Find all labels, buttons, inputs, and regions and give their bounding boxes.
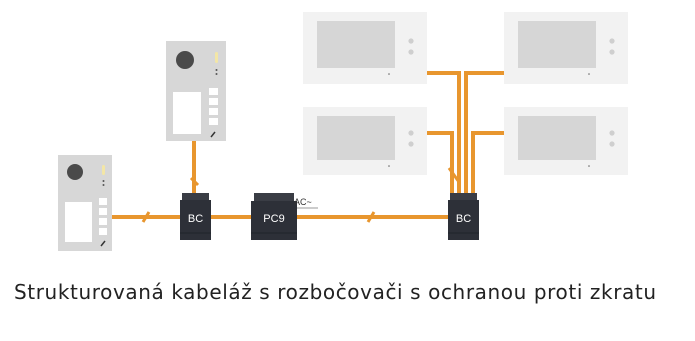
camera-icon [176,51,194,69]
camera-icon [67,164,83,180]
door-station-left [58,155,112,251]
ac-input: AC~ [294,197,318,209]
monitor-bottom-right [504,107,628,175]
cable-breaks [141,167,461,223]
monitor-bottom-left [303,107,427,175]
cable-monitor-top-left [418,71,461,197]
ac-label: AC~ [294,197,312,207]
cables [110,71,514,219]
name-plate [65,202,92,242]
monitor-top-left [303,12,427,84]
wiring-diagram: BC PC9 AC~ BC [58,12,628,251]
bc-splitter-left: BC [180,193,211,240]
monitor-top-right [504,12,628,84]
bc-left-label: BC [188,213,203,225]
door-station-top [166,41,226,141]
bc-right-label: BC [456,213,471,225]
pc9-power-supply: PC9 [251,193,297,240]
pc9-label: PC9 [263,213,284,225]
bc-splitter-right: BC [448,193,479,240]
diagram-caption: Strukturovaná kabeláž s rozbočovači s oc… [14,280,657,304]
cable-monitor-bottom-right [471,131,514,197]
name-plate [173,92,201,134]
cable-monitor-top-right [464,71,514,197]
